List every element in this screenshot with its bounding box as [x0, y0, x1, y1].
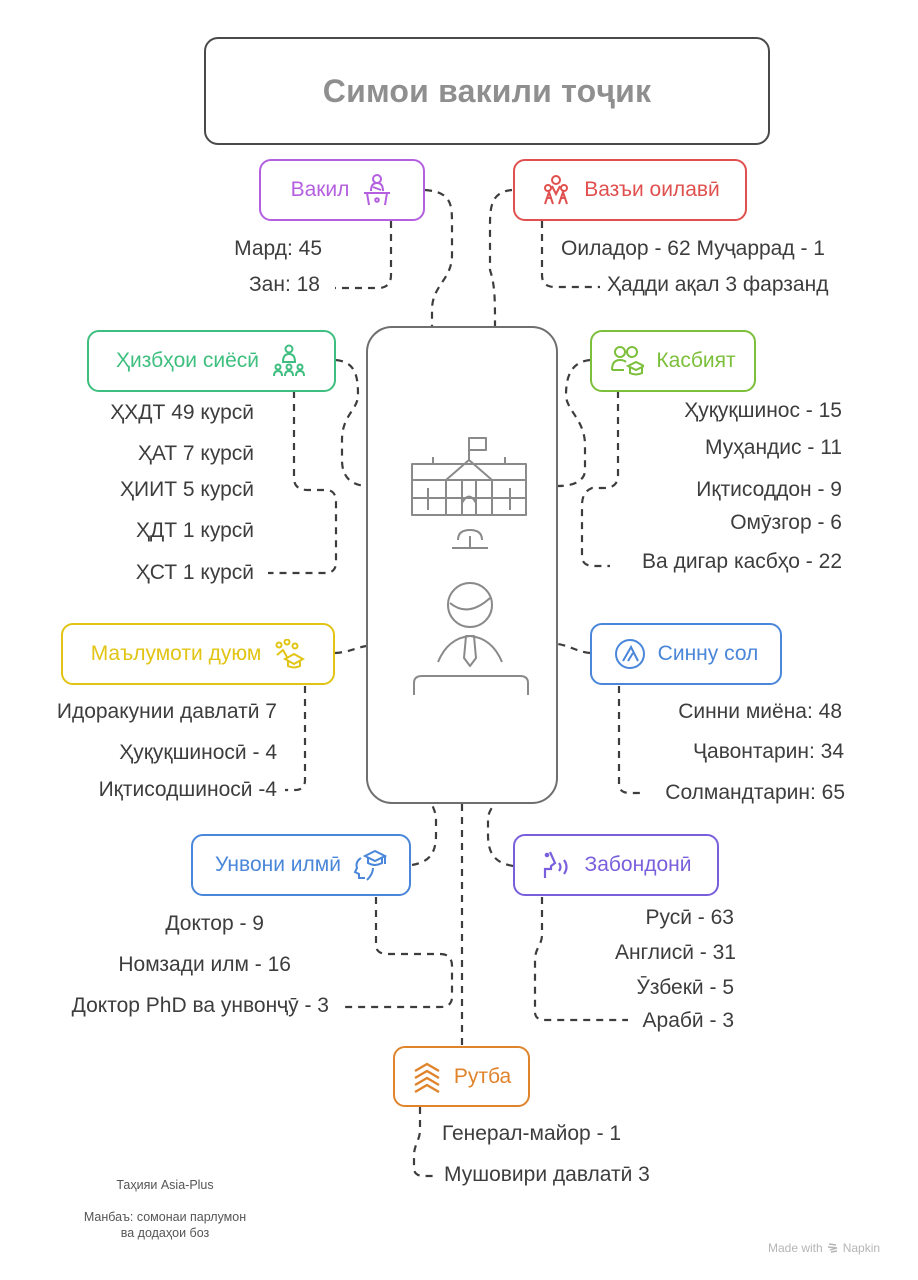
professionals-icon — [611, 346, 645, 376]
scholar-head-icon — [353, 849, 387, 881]
parliament-building-icon — [411, 437, 527, 516]
connector-parties-center — [335, 358, 367, 488]
connector-parties-items — [268, 391, 338, 575]
parties-item: ҲХДТ 49 курсӣ — [110, 401, 254, 424]
center-deputy-box — [366, 326, 558, 804]
age-item: Синни миёна: 48 — [678, 700, 842, 723]
node-profession[interactable]: Касбият — [590, 330, 756, 392]
page-title: Симои вакили тоҷик — [322, 72, 652, 109]
vakil-item: Зан: 18 — [249, 273, 320, 296]
parties-item: ҲСТ 1 курсӣ — [135, 561, 254, 584]
node-family-label: Вазъи оилавӣ — [584, 178, 720, 201]
connector-academic-items — [340, 897, 454, 1009]
connector-vakil-center — [424, 188, 454, 326]
connector-vakil-items — [335, 221, 393, 290]
rank-item: Мушовири давлатӣ 3 — [444, 1163, 650, 1186]
party-group-icon — [273, 344, 306, 377]
made-with-text: Made with — [768, 1241, 823, 1255]
node-profession-label: Касбият — [656, 349, 736, 372]
connector-education-items — [285, 686, 307, 792]
made-with-napkin-badge[interactable]: Made with Napkin — [768, 1241, 880, 1255]
parties-item: ҲИИТ 5 курсӣ — [120, 478, 254, 501]
profession-item: Муҳандис - 11 — [705, 436, 842, 459]
connector-languages-center — [486, 803, 514, 868]
languages-item: Арабӣ - 3 — [642, 1009, 734, 1032]
node-parties[interactable]: Ҳизбҳои сиёсӣ — [87, 330, 336, 392]
napkin-logo-icon — [827, 1243, 837, 1253]
napkin-brand-text: Napkin — [842, 1241, 881, 1255]
node-academic-label: Унвони илмӣ — [215, 853, 341, 876]
node-academic[interactable]: Унвони илмӣ — [191, 834, 411, 896]
profession-item: Ҳуқуқшинос - 15 — [684, 399, 842, 422]
profession-item: Омӯзгор - 6 — [730, 511, 842, 534]
node-education-label: Маълумоти дуюм — [90, 642, 262, 665]
source-line-1: Манбаъ: сомонаи парлумон — [83, 1210, 247, 1224]
parties-item: ҲДТ 1 курсӣ — [135, 519, 254, 542]
profession-item: Ва дигар касбҳо - 22 — [642, 550, 842, 573]
parties-item: ҲАТ 7 курсӣ — [137, 442, 254, 465]
languages-item: Русӣ - 63 — [645, 906, 734, 929]
age-item: Ҷавонтарин: 34 — [693, 740, 844, 763]
connector-age-center — [557, 642, 591, 655]
connector-age-items — [617, 686, 640, 795]
education-item: Идоракунии давлатӣ 7 — [56, 700, 277, 723]
education-item: Иқтисодшиносӣ -4 — [98, 778, 277, 801]
fountain-icon — [452, 529, 488, 549]
node-parties-label: Ҳизбҳои сиёсӣ — [115, 349, 260, 372]
title-box: Симои вакили тоҷик — [204, 37, 770, 145]
academic-item: Доктор PhD ва унвонҷӯ - 3 — [71, 994, 329, 1017]
speaker-at-podium-icon — [364, 174, 391, 206]
connector-academic-center — [411, 803, 438, 867]
academic-item: Номзади илм - 16 — [118, 953, 291, 976]
prepared-by-text: Таҳияи Asia-Plus — [116, 1178, 214, 1192]
source-note: Манбаъ: сомонаи парлумон ва додаҳои боз — [60, 1209, 270, 1241]
node-education[interactable]: Маълумоти дуюм — [61, 623, 335, 685]
node-vakil[interactable]: Вакил — [259, 159, 425, 221]
languages-item: Ӯзбекӣ - 5 — [636, 976, 734, 999]
vakil-item: Мард: 45 — [234, 237, 322, 260]
node-family[interactable]: Вазъи оилавӣ — [513, 159, 747, 221]
node-age-label: Синну сол — [657, 642, 759, 665]
prepared-by-note: Таҳияи Asia-Plus — [80, 1177, 250, 1193]
node-age[interactable]: Синну сол — [590, 623, 782, 685]
age-lambda-icon — [614, 639, 645, 669]
node-rank-label: Рутба — [453, 1064, 512, 1088]
profession-item: Иқтисоддон - 9 — [696, 478, 842, 501]
family-item: Оиладор - 62 Муҷаррад - 1 — [561, 237, 825, 260]
rank-chevrons-icon — [414, 1062, 440, 1093]
rank-item: Генерал-майор - 1 — [442, 1122, 622, 1145]
connector-profession-center — [557, 358, 591, 488]
age-item: Солмандтарин: 65 — [665, 781, 845, 804]
connector-rank-items — [412, 1107, 436, 1178]
deputy-at-desk-icon — [413, 582, 529, 695]
family-icon — [544, 175, 569, 205]
node-rank[interactable]: Рутба — [393, 1046, 530, 1107]
academic-item: Доктор - 9 — [165, 912, 264, 935]
source-line-2: ва додаҳои боз — [120, 1226, 210, 1240]
node-vakil-label: Вакил — [290, 178, 350, 201]
languages-item: Англисӣ - 31 — [614, 941, 736, 964]
node-languages-label: Забондонӣ — [584, 853, 692, 876]
node-languages[interactable]: Забондонӣ — [513, 834, 719, 896]
family-item: Ҳадди ақал 3 фарзанд — [607, 273, 829, 296]
connector-family-center — [488, 188, 513, 327]
connector-profession-items — [580, 391, 620, 568]
speaking-head-icon — [543, 851, 568, 878]
education-item: Ҳуқуқшиносӣ - 4 — [119, 741, 277, 764]
graduation-ideas-icon — [275, 639, 306, 669]
connector-education-center — [334, 644, 367, 655]
